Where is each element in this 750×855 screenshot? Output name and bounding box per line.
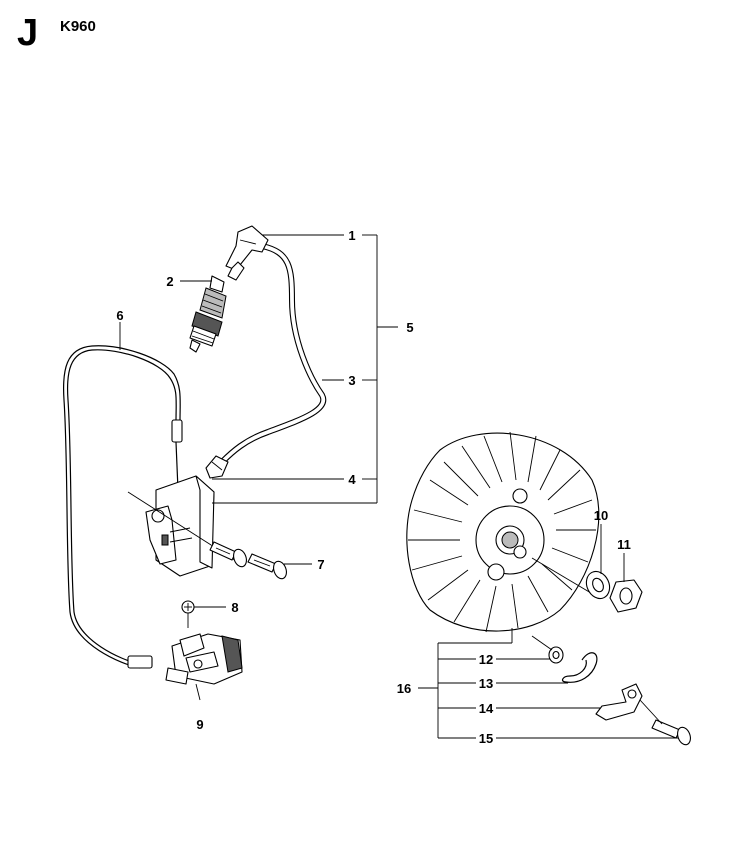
leader-lines bbox=[119, 234, 678, 739]
spark-plug-icon bbox=[189, 275, 227, 353]
starter-pawl bbox=[595, 683, 643, 721]
callout-16: 16 bbox=[397, 681, 411, 696]
ignition-cable bbox=[219, 243, 327, 465]
callout-12: 12 bbox=[479, 652, 493, 667]
callout-10: 10 bbox=[594, 508, 608, 523]
callout-7: 7 bbox=[317, 557, 324, 572]
stop-switch-icon bbox=[165, 633, 243, 701]
callout-8: 8 bbox=[231, 600, 238, 615]
callout-5: 5 bbox=[406, 320, 413, 335]
spark-plug-cap-icon bbox=[225, 225, 269, 281]
pawl-screw bbox=[651, 719, 691, 746]
stop-cable bbox=[62, 345, 183, 669]
switch-screw bbox=[181, 600, 195, 628]
flywheel-nut bbox=[609, 579, 643, 613]
model-number: K960 bbox=[60, 18, 96, 35]
cable-boot bbox=[205, 455, 229, 479]
module-screw-lower bbox=[247, 553, 287, 580]
pawl-washer bbox=[548, 646, 564, 664]
callout-9: 9 bbox=[196, 717, 203, 732]
callout-1: 1 bbox=[348, 228, 355, 243]
callout-11: 11 bbox=[617, 537, 631, 552]
callout-14: 14 bbox=[479, 701, 494, 716]
ignition-module-icon bbox=[145, 475, 215, 577]
section-letter: J bbox=[17, 12, 39, 54]
callout-4: 4 bbox=[348, 472, 356, 487]
flywheel-washer bbox=[585, 570, 611, 600]
callout-3: 3 bbox=[348, 373, 355, 388]
callout-13: 13 bbox=[479, 676, 493, 691]
callout-6: 6 bbox=[116, 308, 123, 323]
callout-15: 15 bbox=[479, 731, 493, 746]
flywheel-icon bbox=[406, 431, 600, 633]
callout-2: 2 bbox=[166, 274, 173, 289]
pawl-spring bbox=[561, 652, 598, 683]
module-screw-upper bbox=[209, 541, 247, 568]
